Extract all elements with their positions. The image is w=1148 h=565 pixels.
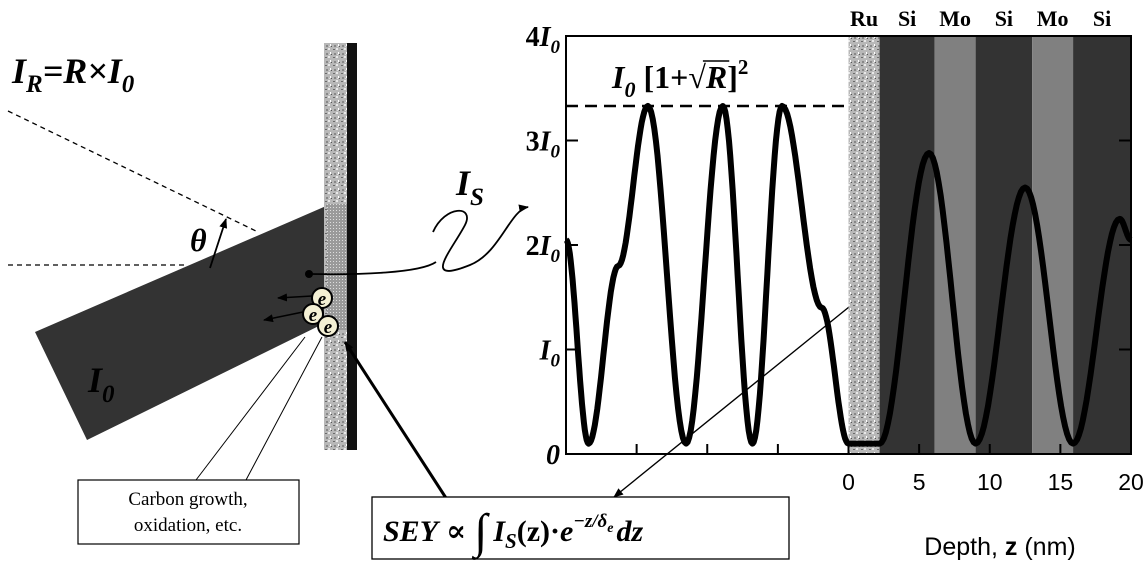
x-axis-ticks: 0 5 10 15 20	[635, 444, 1144, 495]
layer-band-si	[975, 36, 1033, 454]
depth-arrow	[613, 306, 850, 498]
layer-band-mo	[934, 36, 976, 454]
callout-pointer-1	[195, 336, 306, 481]
theta-label: θ	[190, 222, 207, 258]
callout-line-2: oxidation, etc.	[134, 515, 242, 536]
incident-beam	[35, 203, 333, 440]
x-tick-label: 10	[977, 469, 1003, 495]
standing-wave-chart: Ru Si Mo Si Mo Si 0 I0 2I0 3I0 4I0 0 5 10 15 20 I0 [1…	[526, 6, 1144, 561]
mirror-substrate	[347, 43, 357, 450]
standing-wave-label: IS	[455, 163, 484, 211]
y-tick-label: 3I0	[526, 127, 561, 163]
layer-labels: Ru Si Mo Si Mo Si	[850, 6, 1111, 31]
intensity-curve	[563, 103, 1134, 447]
callout-line-1: Carbon growth,	[128, 489, 247, 510]
electron-path-1	[277, 293, 313, 302]
sey-formula-box	[371, 496, 790, 560]
probe-line	[308, 261, 437, 276]
svg-text:e: e	[318, 289, 327, 310]
reflected-beam-line	[7, 110, 259, 233]
svg-text:e: e	[324, 317, 333, 338]
y-tick-label: 4I0	[526, 22, 561, 58]
callout-box	[77, 479, 300, 545]
layer-band-ru	[848, 36, 880, 454]
probe-point	[305, 270, 313, 278]
reflection-schematic: θ IR=R×I0 I0 IS e e e Carbon growth, oxi…	[7, 43, 850, 560]
y-tick-label: 2I0	[526, 231, 561, 267]
svg-text:e: e	[309, 305, 318, 326]
x-tick-label: 5	[913, 469, 926, 495]
max-intensity-annotation: I0 [1+√R]2	[611, 55, 748, 102]
layer-label-ru: Ru	[850, 6, 878, 31]
callout-pointer-2	[245, 336, 323, 481]
standing-wave-arrow	[432, 204, 529, 272]
layer-label-si: Si	[995, 6, 1013, 31]
y-axis-ticks: 0 I0 2I0 3I0 4I0	[526, 22, 1131, 471]
layer-label-mo: Mo	[939, 6, 971, 31]
sey-arrow	[343, 341, 448, 499]
x-axis-label: Depth, z (nm)	[924, 533, 1075, 561]
x-tick-label: 0	[842, 469, 855, 495]
electron-3: e	[317, 315, 339, 338]
electron-2: e	[302, 303, 324, 326]
layer-label-si: Si	[1093, 6, 1111, 31]
layer-band-si	[879, 36, 935, 454]
angle-arrow	[209, 218, 228, 269]
irradiated-spot	[327, 204, 347, 330]
reflected-intensity-label: IR=R×I0	[11, 51, 135, 98]
y-tick-label: 0	[546, 440, 560, 471]
y-tick-label: I0	[539, 336, 561, 372]
x-tick-label: 15	[1048, 469, 1074, 495]
x-tick-label: 20	[1118, 469, 1144, 495]
layer-label-si: Si	[898, 6, 916, 31]
layer-label-mo: Mo	[1037, 6, 1069, 31]
electron-path-2	[263, 311, 304, 323]
incident-intensity-label: I0	[87, 360, 115, 408]
